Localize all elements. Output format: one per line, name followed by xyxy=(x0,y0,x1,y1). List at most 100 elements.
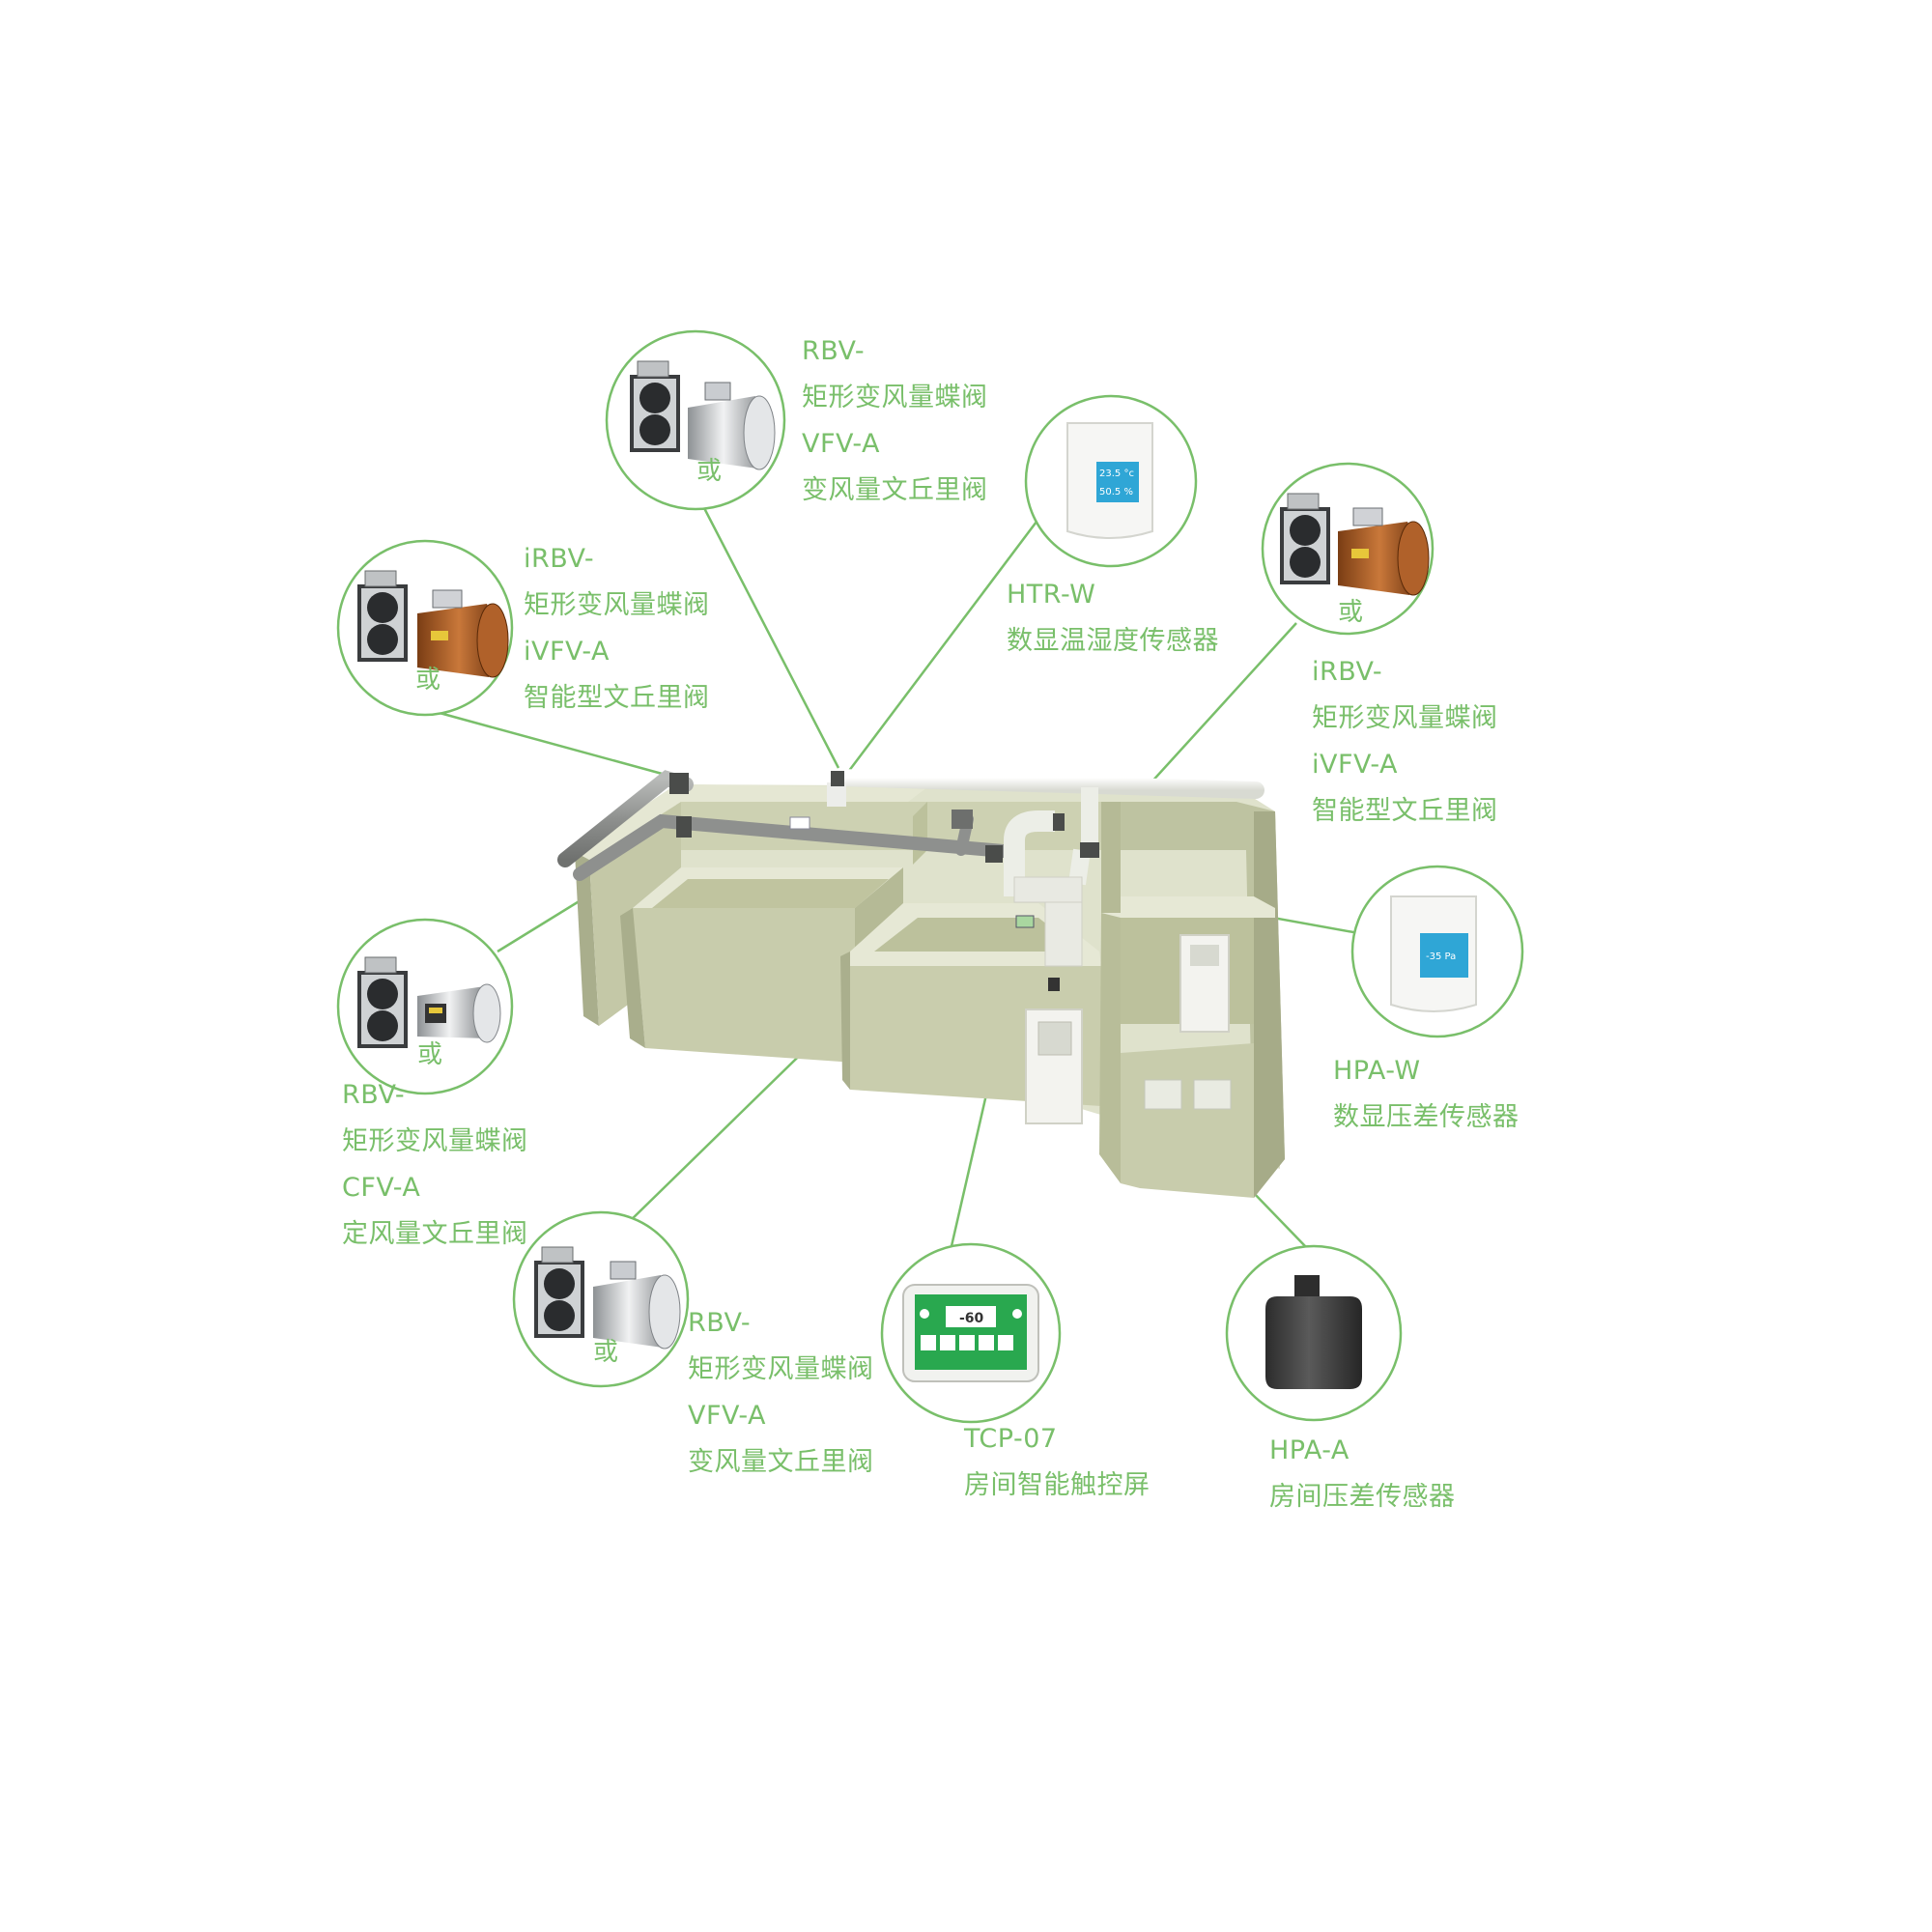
venturi-valve-steel-icon xyxy=(593,1261,681,1350)
label-line: HPA-A xyxy=(1269,1435,1350,1465)
htr-screen-temp: 23.5 °c xyxy=(1099,469,1134,479)
label-line: iVFV-A xyxy=(524,637,611,667)
device-hpa-a-sensor xyxy=(1265,1275,1362,1389)
connector-left-upper-valve xyxy=(439,711,677,780)
wall-top-back xyxy=(575,784,927,860)
label-left-lower-valve: RBV- 矩形变风量蝶阀 CFV-A 定风量文丘里阀 xyxy=(342,1072,528,1258)
venturi-valve-brown-icon xyxy=(1338,507,1430,596)
duct-box-center xyxy=(952,810,973,829)
label-line: 智能型文丘里阀 xyxy=(1312,796,1498,826)
label-line: 矩形变风量蝶阀 xyxy=(342,1126,528,1156)
duct-system xyxy=(557,769,1264,991)
duct-clamp-5 xyxy=(1080,842,1099,858)
label-line: 数显压差传感器 xyxy=(1333,1102,1520,1132)
or-right-valve: 或 xyxy=(1338,598,1363,627)
column-center xyxy=(1044,893,1083,967)
venturi-valve-brown-icon xyxy=(417,589,509,678)
label-line: CFV-A xyxy=(342,1173,421,1203)
label-hpa-a-sensor: HPA-A 房间压差传感器 xyxy=(1269,1428,1456,1520)
constant-flow-valve-icon xyxy=(417,983,501,1043)
connector-top-valve xyxy=(687,477,840,769)
label-bottom-valve: RBV- 矩形变风量蝶阀 VFV-A 变风量文丘里阀 xyxy=(688,1300,874,1486)
label-line: RBV- xyxy=(802,336,866,366)
htr-screen-humidity: 50.5 % xyxy=(1099,487,1133,497)
room1-left xyxy=(620,908,645,1048)
door-right-window xyxy=(1190,945,1219,966)
rectangular-damper-icon xyxy=(357,570,408,662)
label-line: 定风量文丘里阀 xyxy=(342,1219,528,1249)
window-b xyxy=(1193,1079,1232,1110)
venturi-valve-steel-icon xyxy=(688,382,776,470)
device-right-valve xyxy=(1280,493,1430,596)
touch-panel-icon: -60 xyxy=(902,1284,1039,1382)
duct-clamp-1 xyxy=(669,773,689,794)
wall-sensor-mini-1 xyxy=(789,816,810,830)
label-line: 变风量文丘里阀 xyxy=(802,475,988,505)
room1-front xyxy=(633,908,855,1063)
duct-grey-2 xyxy=(573,813,1021,881)
label-line: 房间压差传感器 xyxy=(1269,1482,1456,1512)
label-line: 矩形变风量蝶阀 xyxy=(802,383,988,412)
label-line: HPA-W xyxy=(1333,1056,1421,1086)
room3-top xyxy=(1101,896,1275,918)
tcp-screen-value: -60 xyxy=(959,1311,984,1326)
or-bottom-valve: 或 xyxy=(593,1338,618,1367)
window-a xyxy=(1144,1079,1182,1110)
device-left-upper-valve xyxy=(357,570,509,678)
duct-clamp-4 xyxy=(831,771,844,786)
or-markers: 或 或 或 或 或 xyxy=(415,457,1363,1367)
hpa-w-screen-value: -35 Pa xyxy=(1426,952,1456,962)
wall-interior-2 xyxy=(1101,802,1121,913)
device-hpa-w-sensor: -35 Pa xyxy=(1390,895,1477,1012)
door-main-window xyxy=(1037,1021,1072,1056)
or-left-lower-valve: 或 xyxy=(417,1040,442,1069)
duct-white-long xyxy=(832,769,1264,799)
rectangular-damper-icon xyxy=(357,956,408,1048)
duct-clamp-6 xyxy=(1053,813,1065,831)
wall-left-outer xyxy=(575,852,599,1026)
label-line: RBV- xyxy=(342,1080,406,1110)
label-line: TCP-07 xyxy=(964,1424,1058,1454)
label-line: 矩形变风量蝶阀 xyxy=(688,1354,874,1384)
device-htr-sensor: 23.5 °c 50.5 % xyxy=(1066,422,1153,539)
label-line: iVFV-A xyxy=(1312,750,1399,780)
label-line: 矩形变风量蝶阀 xyxy=(1312,703,1498,733)
device-left-lower-valve xyxy=(357,956,501,1048)
label-tcp-panel: TCP-07 房间智能触控屏 xyxy=(964,1416,1151,1509)
duct-white-elbow xyxy=(1004,810,1055,896)
rectangular-damper-icon xyxy=(630,360,680,452)
wall-front-right xyxy=(1099,913,1121,1183)
rectangular-damper-icon xyxy=(1280,493,1330,584)
or-left-upper-valve: 或 xyxy=(415,666,440,695)
or-top-valve: 或 xyxy=(696,457,722,486)
label-htr-sensor: HTR-W 数显温湿度传感器 xyxy=(1007,572,1219,665)
label-line: 数显温湿度传感器 xyxy=(1007,626,1219,656)
room2-left xyxy=(840,952,850,1090)
duct-clamp-3 xyxy=(985,845,1003,863)
wall-right-end xyxy=(1254,811,1285,1198)
duct-white-box xyxy=(1013,876,1083,903)
pressure-display-sensor-icon: -35 Pa xyxy=(1390,895,1477,1012)
wall-sensor-mini-3 xyxy=(1048,978,1060,991)
label-line: VFV-A xyxy=(688,1401,767,1431)
label-line: 房间智能触控屏 xyxy=(964,1470,1151,1500)
room1-back-inner xyxy=(652,879,889,908)
duct-clamp-2 xyxy=(676,816,692,838)
label-line: 矩形变风量蝶阀 xyxy=(524,590,710,620)
device-top-valve xyxy=(630,360,776,470)
label-hpa-w-sensor: HPA-W 数显压差传感器 xyxy=(1333,1048,1520,1141)
label-line: 智能型文丘里阀 xyxy=(524,683,710,713)
label-line: VFV-A xyxy=(802,429,881,459)
label-left-upper-valve: iRBV- 矩形变风量蝶阀 iVFV-A 智能型文丘里阀 xyxy=(524,536,710,722)
device-bottom-valve xyxy=(534,1246,681,1350)
room-pressure-sensor-icon xyxy=(1265,1275,1362,1389)
label-top-valve: RBV- 矩形变风量蝶阀 VFV-A 变风量文丘里阀 xyxy=(802,328,988,514)
wall-front-right-face xyxy=(1121,1043,1254,1198)
device-tcp-panel: -60 xyxy=(902,1284,1039,1382)
label-right-valve: iRBV- 矩形变风量蝶阀 iVFV-A 智能型文丘里阀 xyxy=(1312,649,1498,835)
wall-sensor-mini-2 xyxy=(1015,915,1035,928)
label-line: iRBV- xyxy=(1312,657,1383,687)
temperature-humidity-sensor-icon: 23.5 °c 50.5 % xyxy=(1066,422,1153,539)
rectangular-damper-icon xyxy=(534,1246,584,1338)
